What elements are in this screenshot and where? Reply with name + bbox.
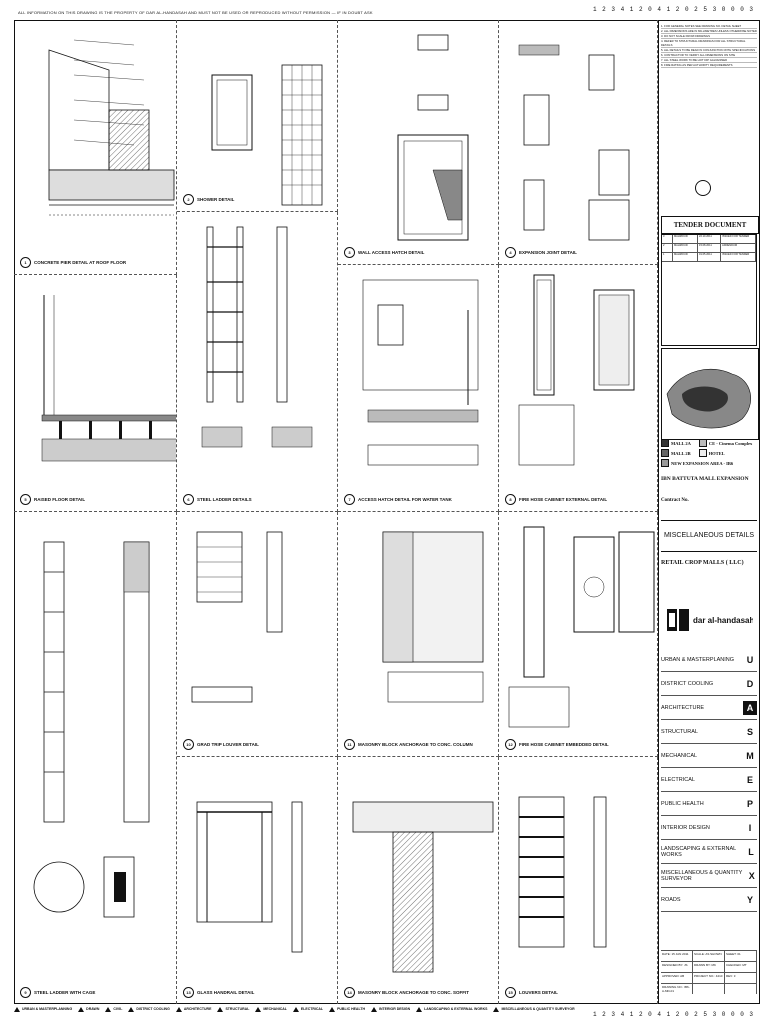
key-plan-map — [662, 349, 758, 439]
fire-hose-external-drawing — [518, 274, 635, 466]
legend-item: NEW EXPANSION AREA - IB6 — [661, 458, 757, 468]
masonry-column-drawing — [382, 531, 484, 703]
client-name: RETAIL CROP MALLS ( LLC) — [661, 560, 744, 566]
pier-detail-drawing — [48, 39, 175, 216]
tender-stamp: TENDER DOCUMENT — [661, 216, 759, 234]
footer-item: PUBLIC HEALTH — [329, 1006, 365, 1012]
drawing-sheet — [14, 20, 760, 1004]
contract-number: Contract No. — [661, 498, 689, 503]
wall-hatch-drawing — [397, 34, 469, 241]
general-notes: 1. FOR GENERAL NOTES SEE DRAWING NO. DET… — [661, 24, 757, 68]
steel-ladder-drawing — [201, 226, 313, 448]
fire-hose-embedded-drawing — [508, 526, 655, 728]
firm-name: dar al-handasah — [693, 616, 753, 625]
shower-detail-drawing — [211, 64, 323, 206]
dar-logo-icon: dar al-handasah — [667, 609, 754, 631]
footer-item: DISTRICT COOLING — [128, 1006, 170, 1012]
access-hatch-water-tank-drawing — [362, 279, 479, 466]
bottom-reference-numbers: 1 2 3 4 1 2 0 4 1 2 0 2 5 3 0 0 0 3 — [592, 1011, 754, 1018]
footer-item: INTERIOR DESIGN — [371, 1006, 410, 1012]
project-title: IBN BATTUTA MALL EXPANSION — [661, 476, 749, 482]
footer-item: DRAWN — [78, 1006, 99, 1012]
louver-grad-drawing — [191, 531, 283, 703]
ladder-cage-drawing — [33, 541, 150, 918]
sheet-title: MISCELLANEOUS DETAILS — [661, 520, 757, 552]
glass-handrail-drawing — [196, 801, 303, 953]
expansion-joint-drawing — [518, 44, 630, 241]
footer-item: ARCHITECTURE — [175, 1006, 211, 1012]
title-block: 1. FOR GENERAL NOTES SEE DRAWING NO. DET… — [658, 20, 760, 1004]
louvers-drawing — [518, 796, 607, 948]
footer-discipline-strip: URBAN & MASTERPLANNING DRAWN CIVIL DISTR… — [14, 1004, 658, 1014]
footer-item: MISCELLANEOUS & QUANTITY SURVEYOR — [493, 1006, 575, 1012]
footer-item: MECHANICAL — [255, 1006, 287, 1012]
raised-floor-drawing — [41, 295, 176, 462]
masonry-soffit-drawing — [352, 801, 494, 973]
footer-item: LANDSCAPING & EXTERNAL WORKS — [416, 1006, 487, 1012]
site-key-plan — [661, 348, 759, 440]
footer-item: URBAN & MASTERPLANNING — [14, 1006, 72, 1012]
north-arrow-icon — [695, 180, 711, 196]
footer-item: STRUCTURAL — [217, 1006, 249, 1012]
firm-logo: dar al-handasah — [665, 605, 754, 635]
top-reference-numbers: 1 2 3 4 1 2 0 4 1 2 0 2 5 3 0 0 0 3 — [592, 6, 754, 13]
footer-item: ELECTRICAL — [292, 1006, 323, 1012]
top-text: ALL INFORMATION ON THIS DRAWING IS THE P… — [18, 10, 373, 15]
footer-item: CIVIL — [105, 1006, 122, 1012]
